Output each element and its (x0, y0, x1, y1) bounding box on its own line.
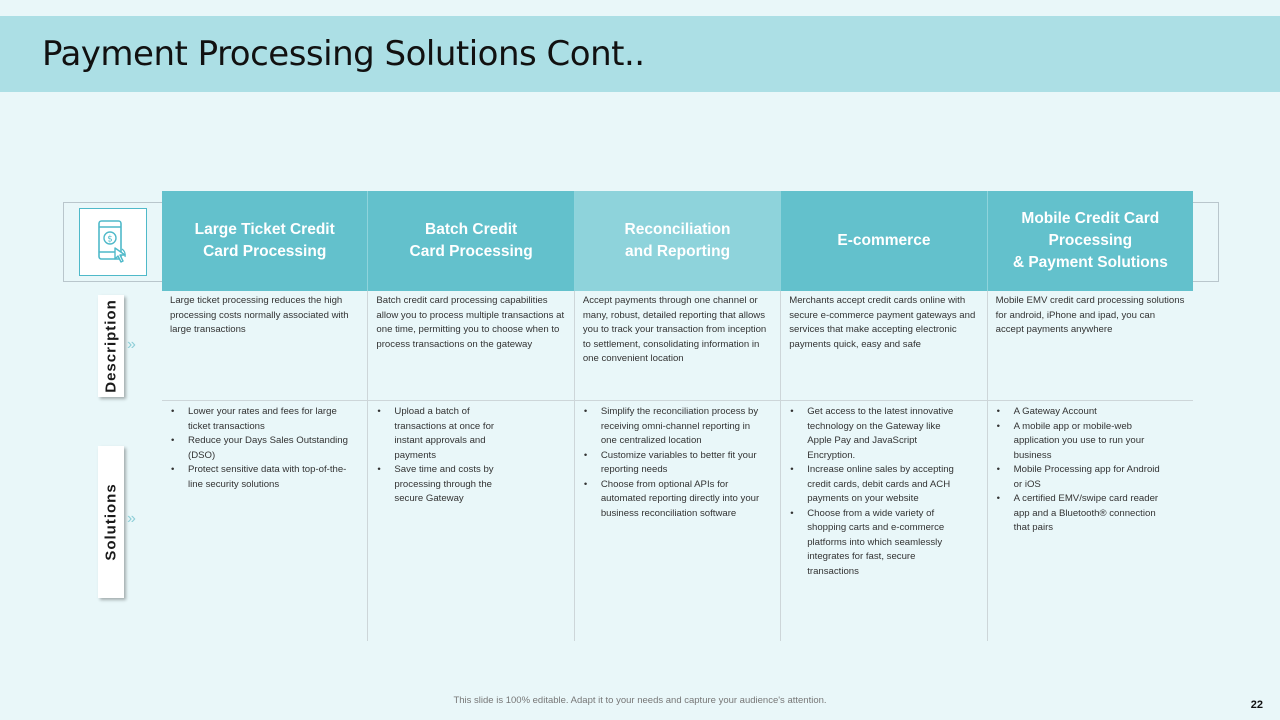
column-header-mobile: Mobile Credit Card Processing & Payment … (1012, 210, 1168, 271)
column-header-batch: Batch Credit Card Processing (368, 191, 575, 291)
description-cell: Accept payments through one channel or m… (575, 291, 782, 400)
row-label-solutions-text: Solutions (102, 483, 120, 561)
list-item: Save time and costs by processing throug… (377, 463, 505, 507)
mobile-payment-icon: $ (98, 220, 126, 263)
column-header-large-ticket: Large Ticket Credit Card Processing (162, 191, 369, 291)
svg-text:$: $ (107, 235, 112, 245)
list-item: Mobile Processing app for Android or iOS (997, 463, 1167, 492)
solutions-cell: Upload a batch of transactions at once f… (368, 401, 575, 641)
solutions-list: Upload a batch of transactions at once f… (376, 405, 565, 507)
title-bar: Payment Processing Solutions Cont.. (0, 16, 1280, 92)
solutions-cell: Get access to the latest innovative tech… (781, 401, 988, 641)
chevron-right-icon: » (127, 336, 136, 353)
column-header-ecommerce: E-commerce (781, 191, 988, 291)
column-header-reconciliation: Reconciliation and Reporting (574, 191, 782, 291)
content-grid: Large ticket processing reduces the high… (162, 291, 1193, 641)
list-item: Get access to the latest innovative tech… (790, 405, 958, 463)
list-item: Simplify the reconciliation process by r… (584, 405, 762, 449)
description-cell: Merchants accept credit cards online wit… (781, 291, 988, 400)
list-item: Lower your rates and fees for large tick… (171, 405, 359, 434)
page-title: Payment Processing Solutions Cont.. (42, 34, 645, 74)
row-label-description-text: Description (102, 299, 120, 393)
solutions-list: Simplify the reconciliation process by r… (583, 405, 772, 521)
row-label-solutions: Solutions (98, 446, 124, 598)
description-cell: Mobile EMV credit card processing soluti… (995, 295, 1185, 335)
list-item: A mobile app or mobile-web application y… (997, 420, 1167, 464)
list-item: Increase online sales by accepting credi… (790, 463, 958, 507)
icon-box: $ (79, 208, 147, 276)
solutions-cell: Simplify the reconciliation process by r… (575, 401, 782, 641)
description-cell: Batch credit card processing capabilitie… (368, 291, 575, 400)
list-item: Reduce your Days Sales Outstanding (DSO) (171, 434, 359, 463)
solutions-list: A Gateway Account A mobile app or mobile… (996, 405, 1185, 536)
chevron-right-icon: » (127, 510, 136, 527)
solutions-list: Lower your rates and fees for large tick… (170, 405, 359, 492)
list-item: A certified EMV/swipe card reader app an… (997, 492, 1167, 536)
solutions-cell: Lower your rates and fees for large tick… (162, 401, 369, 641)
column-header-row: Large Ticket Credit Card Processing Batc… (162, 191, 1193, 291)
page-number: 22 (1250, 699, 1263, 711)
list-item: Customize variables to better fit your r… (584, 449, 762, 478)
footer-note: This slide is 100% editable. Adapt it to… (453, 695, 827, 706)
list-item: Choose from optional APIs for automated … (584, 478, 762, 522)
list-item: A Gateway Account (997, 405, 1167, 420)
description-row: Large ticket processing reduces the high… (162, 291, 1193, 401)
description-cell: Large ticket processing reduces the high… (162, 291, 369, 400)
solutions-cell: A Gateway Account A mobile app or mobile… (988, 401, 1193, 641)
row-label-description: Description (98, 295, 124, 397)
list-item: Choose from a wide variety of shopping c… (790, 507, 958, 580)
list-item: Upload a batch of transactions at once f… (377, 405, 505, 463)
list-item: Protect sensitive data with top-of-the-l… (171, 463, 359, 492)
solutions-row: Lower your rates and fees for large tick… (162, 401, 1193, 641)
solutions-list: Get access to the latest innovative tech… (789, 405, 978, 579)
